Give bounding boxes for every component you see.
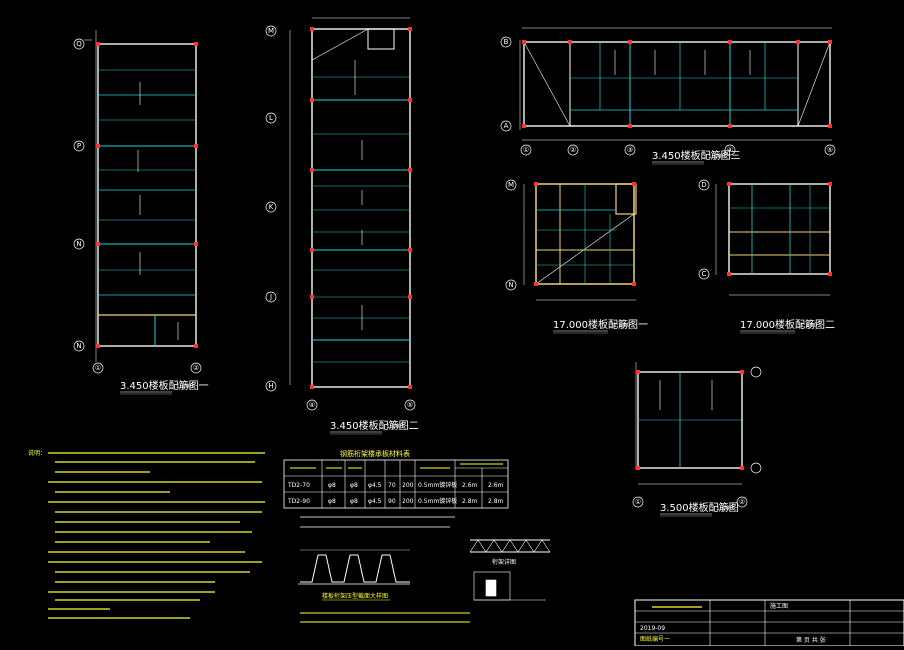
notes-label: 说明：	[28, 449, 46, 457]
plan-title: 3.450楼板配筋图一	[120, 379, 209, 392]
axis-label: H	[268, 382, 273, 390]
plan-scale: 1:100	[716, 505, 733, 512]
svg-text:0.5mm镀锌板: 0.5mm镀锌板	[418, 481, 457, 489]
plan-scale: 1:100	[800, 322, 817, 329]
svg-text:90: 90	[388, 498, 396, 505]
profile-detail-label: 楼板桁架压型截面大样图	[322, 592, 388, 600]
plan-scale: 1:100	[613, 322, 630, 329]
sheet-number: 第 页 共 张	[796, 636, 826, 644]
plan-scale: 1:100	[708, 153, 725, 160]
axis-label: ⑤	[827, 146, 833, 154]
plan-title: 17.000楼板配筋图二	[740, 318, 835, 331]
drawing-label: 图纸编号一	[640, 635, 670, 643]
svg-text:2.8m: 2.8m	[462, 498, 478, 505]
axis-label: ②	[193, 364, 199, 372]
drawing-stage: 施工图	[770, 602, 788, 610]
deck-profile-detail: 楼板桁架压型截面大样图	[298, 549, 470, 623]
axis-label: ④	[727, 146, 733, 154]
truss-detail-label: 桁架详图	[492, 558, 516, 566]
svg-text:φ4.5: φ4.5	[368, 498, 382, 505]
svg-text:0.5mm镀锌板: 0.5mm镀锌板	[418, 497, 457, 505]
axis-label: J	[269, 293, 272, 301]
axis-label: N	[508, 281, 513, 289]
axis-bubble-p	[73, 140, 85, 152]
axis-label: ①	[635, 498, 641, 506]
plan-title: 17.000楼板配筋图一	[553, 318, 648, 331]
axis-label: L	[269, 114, 273, 122]
axis-label: N	[76, 342, 81, 350]
axis-bubble-n2	[73, 340, 85, 352]
axis-label: ④	[309, 401, 315, 409]
plan-scale: 1:100	[386, 423, 403, 430]
plan-title: 3.500楼板配筋图	[660, 501, 739, 514]
plan-scale: 1:100	[176, 383, 193, 390]
svg-text:TD2-90: TD2-90	[287, 498, 310, 505]
axis-label: ②	[739, 498, 745, 506]
axis-bubble-1	[92, 362, 104, 374]
axis-label: B	[504, 38, 509, 46]
axis-label: ②	[570, 146, 576, 154]
plan-title: 3.450楼板配筋图二	[330, 419, 419, 432]
svg-text:200: 200	[402, 482, 414, 489]
axis-label: M	[508, 181, 514, 189]
axis-bubble-q	[73, 38, 85, 50]
axis-bubble-n	[73, 238, 85, 250]
svg-text:φ8: φ8	[328, 482, 336, 489]
svg-text:TD2-70: TD2-70	[287, 482, 310, 489]
axis-label: M	[268, 27, 274, 35]
plan-4-17000-slab-layout-1: M N 17.000楼板配筋图一 1:100	[505, 179, 648, 334]
axis-label: D	[701, 181, 706, 189]
plan-6-3500-slab-layout: ① ② 3.500楼板配筋图 1:100	[632, 362, 762, 517]
axis-label: A	[504, 122, 509, 130]
drawing-date: 2019-09	[640, 625, 665, 632]
axis-label: Q	[76, 40, 82, 48]
plan-3-3450-slab-layout-3: B A ① ② ③ ④ ⑤ 3.450楼板配筋图三 1:100	[500, 27, 836, 165]
axis-label: P	[77, 142, 81, 150]
axis-label: ①	[523, 146, 529, 154]
table-title: 钢筋桁架楼承板材料表	[340, 449, 410, 458]
plan-2-3450-slab-layout-2: M L K J H ④ ⑤ 3.450楼板配筋图二 1:100	[265, 17, 419, 435]
svg-text:2.8m: 2.8m	[488, 498, 504, 505]
svg-text:φ8: φ8	[350, 482, 358, 489]
svg-text:2.6m: 2.6m	[488, 482, 504, 489]
truss-detail: 桁架详图	[469, 539, 551, 601]
plan-title: 3.450楼板配筋图三	[652, 149, 741, 162]
axis-label: ⑤	[407, 401, 413, 409]
material-table: 钢筋桁架楼承板材料表 TD2-70 φ8 φ8 φ4.5 70 200 0.5m…	[283, 449, 509, 528]
axis-label: C	[702, 270, 707, 278]
design-notes: 说明：	[28, 449, 265, 619]
axis-label: N	[76, 240, 81, 248]
axis-label: ③	[627, 146, 633, 154]
plan-5-17000-slab-layout-2: D C 17.000楼板配筋图二 1:100	[698, 179, 835, 334]
svg-text:φ8: φ8	[328, 498, 336, 505]
title-block: 2019-09 图纸编号一 施工图 第 页 共 张	[634, 599, 904, 647]
axis-label: ①	[95, 364, 101, 372]
svg-text:200: 200	[402, 498, 414, 505]
svg-text:2.6m: 2.6m	[462, 482, 478, 489]
svg-text:φ4.5: φ4.5	[368, 482, 382, 489]
svg-text:70: 70	[388, 482, 396, 489]
axis-bubble-2	[190, 362, 202, 374]
axis-label: K	[269, 203, 274, 211]
plan-1-3450-slab-layout-1: Q P N N ① ② 3.450楼板配筋图一 1:100	[73, 30, 209, 395]
svg-text:φ8: φ8	[350, 498, 358, 505]
